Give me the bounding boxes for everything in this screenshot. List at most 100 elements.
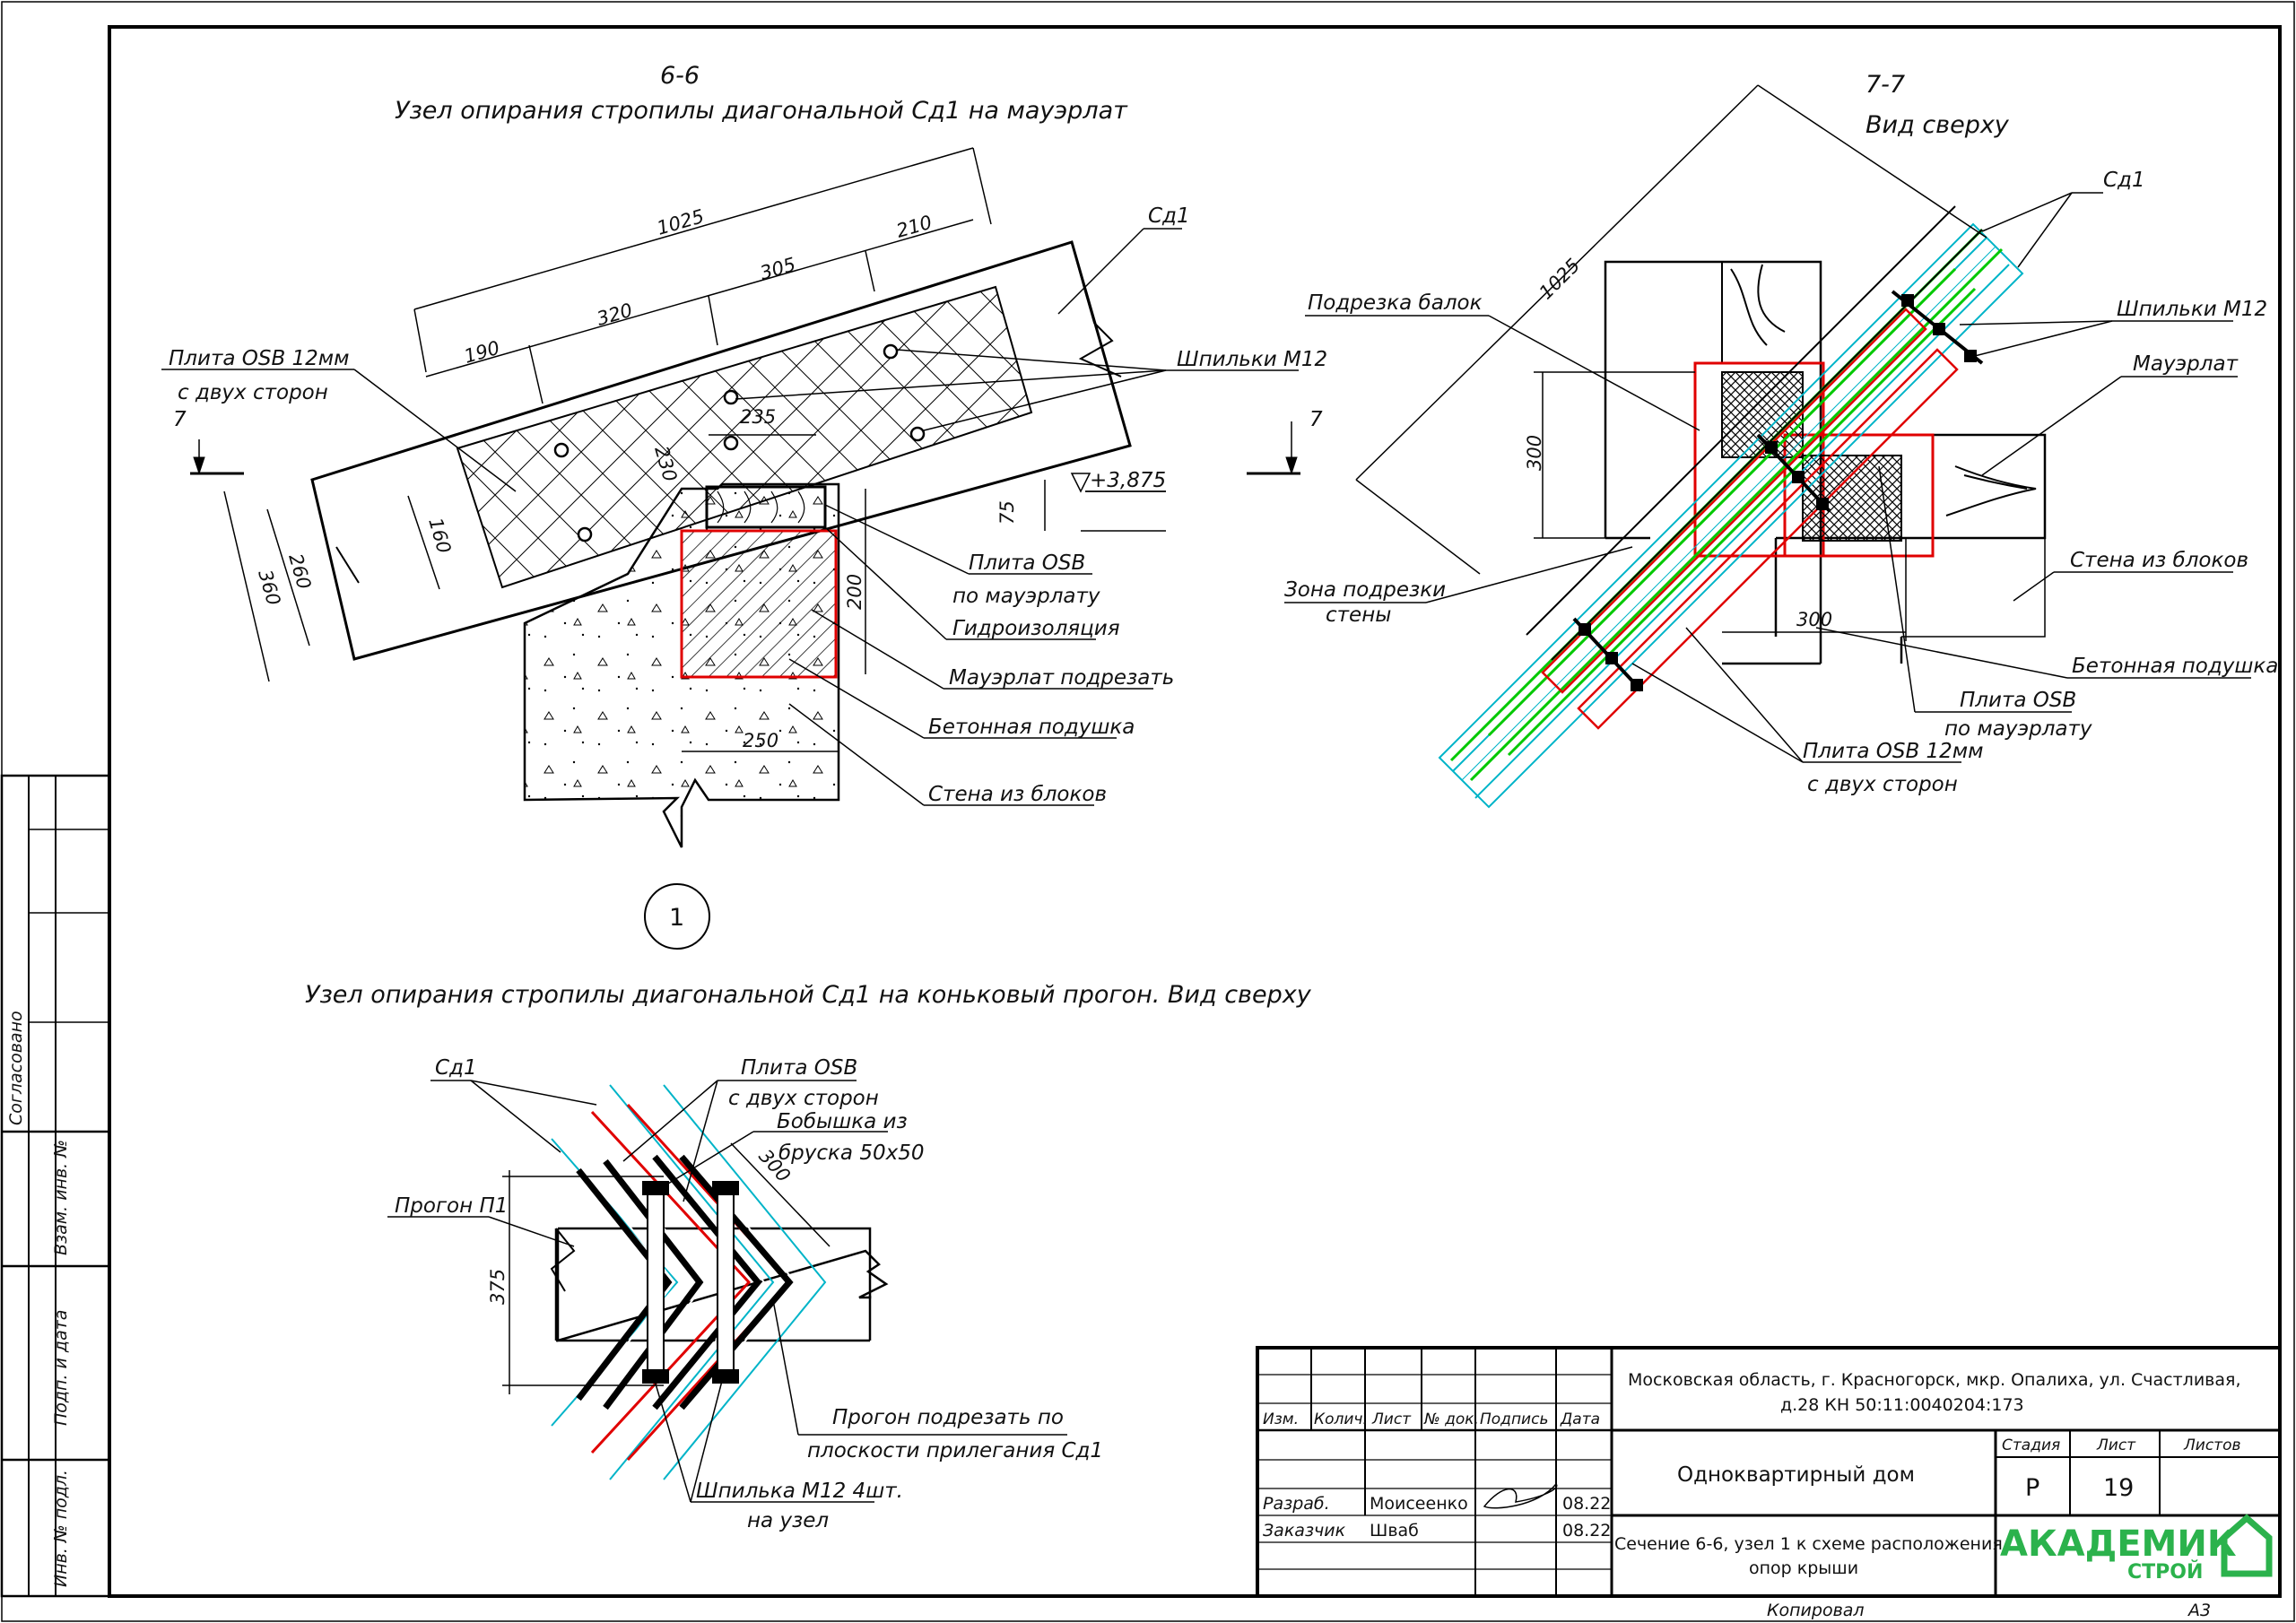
tb-row1-role: Разраб. [1263, 1494, 1330, 1514]
label-wall-trim-77-a: Зона подрезки [1284, 578, 1446, 602]
beam-wood-grain [1730, 268, 2037, 516]
cut-mark-left [190, 439, 244, 475]
osb-plate-hatched [456, 285, 1033, 589]
rafter-body [310, 240, 1132, 661]
cut-mark-right-label: 7 [1309, 408, 1323, 431]
dim-360: 360 [254, 568, 284, 608]
company-logo: АКАДЕМИК СТРОЙ [2000, 1514, 2273, 1584]
label-rafter-node: Сд1 [435, 1056, 477, 1080]
dim-260: 260 [284, 551, 315, 592]
dim-1025: 1025 [655, 205, 707, 239]
label-mauerlat-77: Мауэрлат [2133, 352, 2239, 376]
dim-75: 75 [996, 500, 1018, 525]
label-beam-trim-77: Подрезка балок [1308, 291, 1483, 315]
label-osb-node-b: с двух сторон [728, 1087, 879, 1110]
dim-250: 250 [743, 730, 778, 751]
label-concrete-pad-66: Бетонная подушка [928, 716, 1135, 739]
logo-word-2: СТРОЙ [2127, 1560, 2203, 1584]
dims-7-7 [1355, 84, 1987, 641]
dim-375: 375 [487, 1269, 509, 1305]
dim-305: 305 [758, 254, 798, 284]
tb-signature [1483, 1482, 1558, 1509]
label-osb-two-77-b: с двух сторон [1807, 773, 1958, 796]
rafters-7-7 [1438, 205, 2024, 809]
label-studs-77: Шпильки М12 [2117, 298, 2267, 321]
label-osb-mauerlat-77-b: по мауэрлату [1944, 717, 2092, 741]
sidebar-agreed: Согласовано [6, 1011, 26, 1125]
dim-190: 190 [462, 337, 502, 368]
label-osb-node-a: Плита OSB [741, 1056, 857, 1080]
label-wall-trim-77-b: стены [1326, 603, 1391, 627]
dim-200: 200 [844, 574, 865, 610]
sidebar-inv-exch: Взам. инв. № [51, 1140, 71, 1255]
section-77-subtitle: Вид сверху [1866, 111, 2010, 139]
leaders-7-7 [1284, 192, 2251, 763]
stud-nuts-7-7 [1578, 294, 1977, 691]
studs-node-1 [642, 1181, 739, 1384]
label-purlin-node: Прогон П1 [395, 1194, 508, 1218]
dim-1025-77: 1025 [1535, 255, 1585, 304]
osb-on-mauerlat [705, 485, 827, 529]
title-block [1256, 1346, 2282, 1598]
dim-320: 320 [595, 299, 635, 330]
tb-col-date: Дата [1560, 1410, 1600, 1428]
tb-row2-role: Заказчик [1263, 1521, 1346, 1541]
label-block-node-b: бруска 50х50 [778, 1141, 924, 1165]
tb-row2-name: Шваб [1370, 1521, 1419, 1541]
tb-stage-label: Стадия [2002, 1436, 2060, 1454]
node-1: 1 Узел опирания стропилы диагональной Сд… [305, 883, 1312, 1532]
node-1-number: 1 [669, 904, 684, 932]
tb-drawing-2: опор крыши [1749, 1558, 1858, 1578]
label-studs-66: Шпильки М12 [1177, 348, 1327, 371]
tb-format: А3 [2187, 1601, 2211, 1620]
label-osb-mauerlat-66-b: по мауэрлату [952, 585, 1100, 608]
node-1-title: Узел опирания стропилы диагональной Сд1 … [305, 981, 1312, 1009]
label-concrete-pad-77: Бетонная подушка [2072, 655, 2278, 678]
tb-col-ndoc: № док. [1423, 1410, 1479, 1428]
dim-300h-77: 300 [1796, 609, 1832, 630]
tb-address-2: д.28 КН 50:11:0040204:173 [1780, 1395, 2024, 1415]
leaders-node-1 [387, 1080, 1067, 1503]
logo-word-1: АКАДЕМИК [2000, 1523, 2237, 1565]
label-purlin-trim-b: плоскости прилегания Сд1 [807, 1439, 1103, 1462]
tb-drawing-1: Сечение 6-6, узел 1 к схеме расположения [1614, 1534, 2003, 1554]
dim-210: 210 [894, 212, 935, 242]
dim-235: 235 [740, 406, 776, 428]
tb-col-kol: Колич. [1314, 1410, 1368, 1428]
tb-sheet-label: Лист [2096, 1436, 2136, 1454]
label-waterproofing: Гидроизоляция [952, 617, 1120, 640]
elevation-mark: +3,875 [1090, 469, 1166, 492]
label-block-wall-77: Стена из блоков [2070, 549, 2248, 572]
section-6-6: 6-6 Узел опирания стропилы диагональной … [161, 62, 1327, 848]
logo-house-icon [2221, 1514, 2273, 1577]
section-77-number: 7-7 [1866, 71, 1905, 99]
mauerlat-bar [680, 529, 838, 679]
stud-holes [553, 343, 926, 542]
label-rafter-66: Сд1 [1148, 204, 1190, 228]
sidebar-inv-orig: Инв. № подл. [51, 1470, 71, 1587]
leaders-6-6 [161, 228, 1299, 806]
tb-col-izm: Изм. [1263, 1410, 1299, 1428]
section-66-number: 6-6 [660, 62, 700, 90]
dim-160: 160 [424, 516, 455, 556]
section-66-title: Узел опирания стропилы диагональной Сд1 … [395, 97, 1128, 125]
tb-row2-date: 08.22 [1562, 1521, 1611, 1541]
section-7-7: 7-7 Вид сверху 7 [1247, 71, 2278, 809]
label-osb-mauerlat-66-a: Плита OSB [969, 551, 1085, 575]
label-block-node-a: Бобышка из [777, 1110, 908, 1133]
tb-copied: Копировал [1767, 1601, 1865, 1620]
cut-mark-left-label: 7 [173, 408, 187, 431]
tb-row1-date: 08.22 [1562, 1494, 1611, 1514]
sidebar-sign-date: Подп. и дата [51, 1310, 71, 1426]
dim-300v-77: 300 [1524, 435, 1545, 471]
tb-col-sign: Подпись [1480, 1410, 1548, 1428]
purlin [556, 1227, 889, 1342]
dims-6-6 [223, 147, 1166, 752]
tb-project: Однoквартирный дом [1677, 1463, 1915, 1487]
dims-node-1 [502, 1142, 831, 1394]
tb-address-1: Московская область, г. Красногорск, мкр.… [1628, 1370, 2240, 1390]
node-1-circle [644, 883, 710, 950]
label-stud-node-a: Шпилька М12 4шт. [696, 1480, 903, 1503]
